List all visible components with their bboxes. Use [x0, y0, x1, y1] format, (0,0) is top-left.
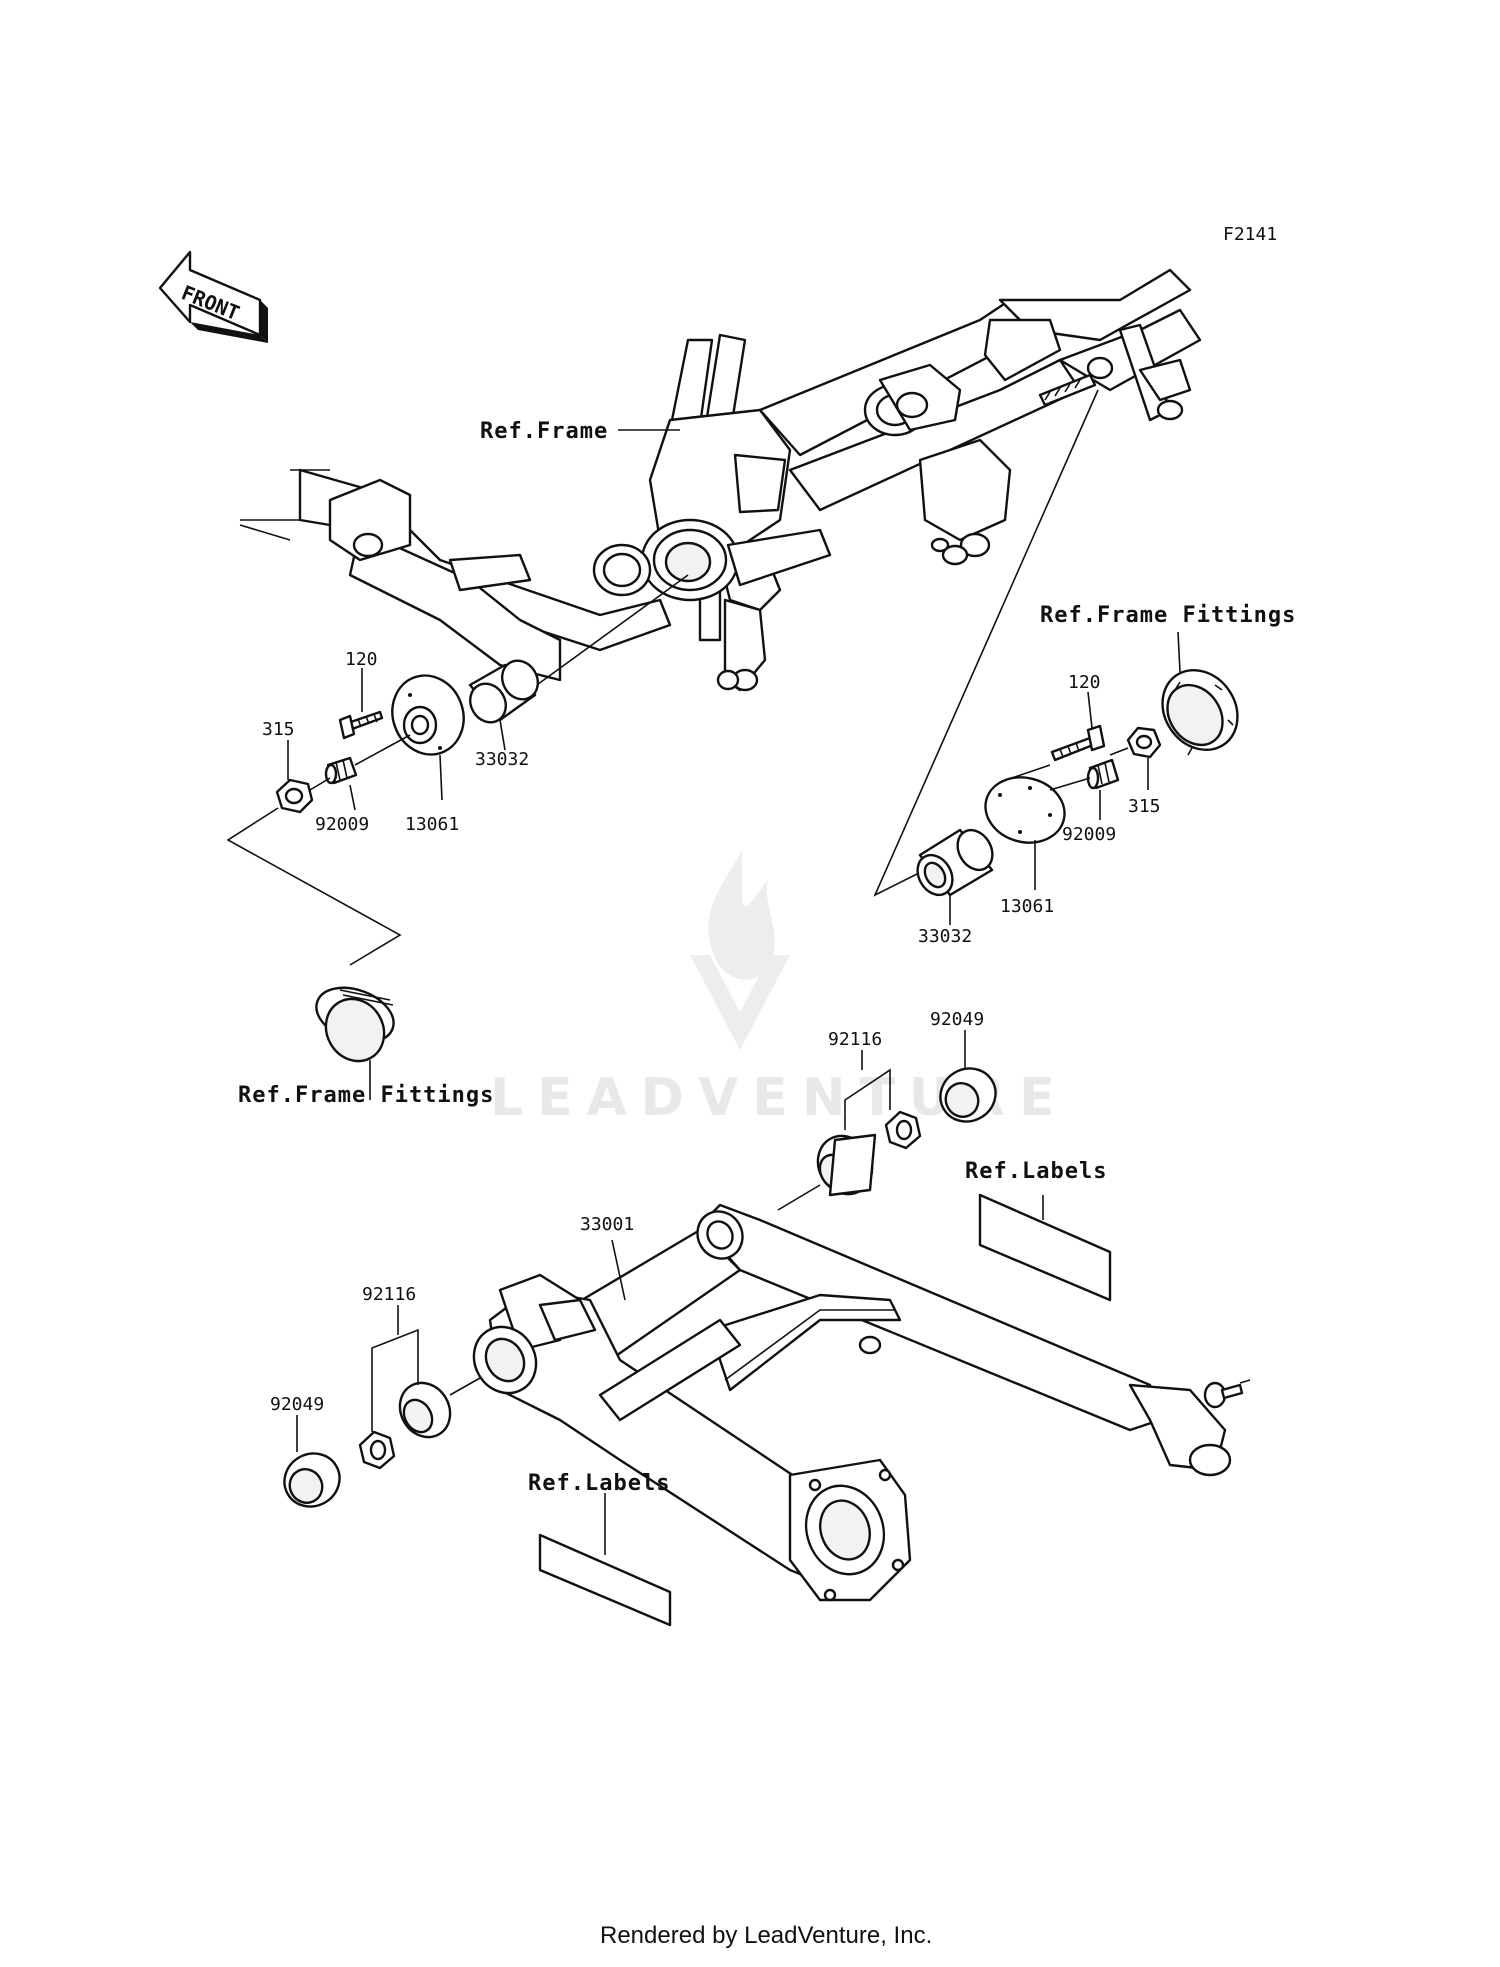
- footer-credit: Rendered by LeadVenture, Inc.: [600, 1922, 932, 1949]
- label-315-left: 315: [262, 719, 295, 740]
- figure-code: F2141: [1223, 224, 1277, 245]
- ref-frame-label: Ref.Frame: [480, 419, 608, 444]
- label-92049-left: 92049: [270, 1394, 324, 1415]
- right-mount-group: 33032 13061 120 92009: [873, 389, 1296, 947]
- collar-92116-left-inner: [358, 1430, 396, 1470]
- collar-33032-right: [916, 828, 994, 897]
- label-13061-left: 13061: [405, 814, 459, 835]
- spacer-92009-right: [1086, 758, 1120, 790]
- ref-frame-fittings-right-label: Ref.Frame Fittings: [1040, 603, 1296, 628]
- left-mount-group: 33032 13061 120 92009: [226, 574, 689, 1108]
- label-92009-left: 92009: [315, 814, 369, 835]
- collar-92116-right-inner: [884, 1110, 922, 1150]
- seal-92049-right: [939, 1067, 997, 1123]
- bearing-92116-right: [816, 1133, 877, 1197]
- frame-fitting-ring-right: [1161, 668, 1239, 756]
- label-33001: 33001: [580, 1214, 634, 1235]
- front-arrow-icon: FRONT: [158, 250, 268, 343]
- ref-labels-right-label: Ref.Labels: [965, 1159, 1107, 1184]
- label-315-right: 315: [1128, 796, 1161, 817]
- bolt-120-left: [338, 710, 384, 740]
- swingarm-33001: [472, 1203, 1251, 1602]
- nut-315-right: [1126, 726, 1162, 759]
- spacer-92009-left: [324, 756, 358, 785]
- label-13061-right: 13061: [1000, 896, 1054, 917]
- label-92116-left: 92116: [362, 1284, 416, 1305]
- label-sticker-right: [978, 1193, 1112, 1302]
- bolt-120-right: [1050, 724, 1106, 762]
- bearing-92116-left: [398, 1381, 452, 1439]
- ref-frame-fittings-left-label: Ref.Frame Fittings: [238, 1083, 494, 1108]
- label-sticker-left: [538, 1493, 672, 1627]
- label-120-left: 120: [345, 649, 378, 670]
- seal-92049-left: [283, 1452, 341, 1508]
- ref-labels-left-label: Ref.Labels: [528, 1471, 670, 1496]
- label-33032-right: 33032: [918, 926, 972, 947]
- plate-13061-right: [984, 776, 1066, 844]
- label-120-right: 120: [1068, 672, 1101, 693]
- label-92009-right: 92009: [1062, 824, 1116, 845]
- frame-assembly: [239, 268, 1202, 692]
- label-92116-right: 92116: [828, 1029, 882, 1050]
- label-33032-left: 33032: [475, 749, 529, 770]
- label-92049-right: 92049: [930, 1009, 984, 1030]
- nut-315-left: [275, 778, 314, 814]
- plate-13061-left: [391, 674, 465, 756]
- frame-fitting-cap-left: [315, 986, 395, 1063]
- collar-33032-left: [468, 659, 539, 724]
- ref-frame-callout: Ref.Frame: [480, 419, 680, 444]
